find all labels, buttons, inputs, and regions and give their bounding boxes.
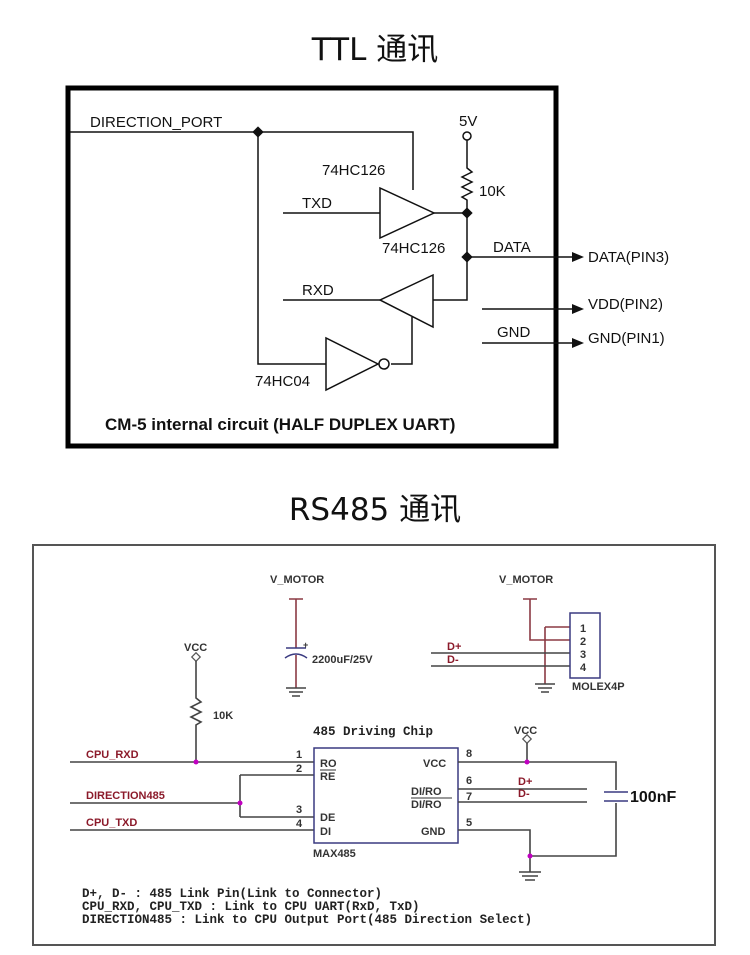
pullup-resistor-10k bbox=[420, 140, 474, 301]
pin-num-4: 4 bbox=[296, 818, 303, 830]
supply-5v-terminal bbox=[462, 131, 472, 141]
pin-num-6: 6 bbox=[466, 775, 472, 787]
inverter-label: 74HC04 bbox=[255, 373, 310, 390]
junction-dot bbox=[527, 853, 533, 859]
pullup-label: 10K bbox=[213, 710, 233, 722]
supply-5v-label: 5V bbox=[459, 113, 477, 130]
enable-wire bbox=[391, 317, 413, 365]
note-line-2: CPU_RXD, CPU_TXD : Link to CPU UART(RxD,… bbox=[82, 900, 420, 914]
chip-title: 485 Driving Chip bbox=[313, 725, 433, 739]
pin-de-label: DE bbox=[320, 812, 335, 824]
conn-pin-1: 1 bbox=[580, 623, 586, 635]
vcc-right-label: VCC bbox=[514, 725, 537, 737]
bypass-cap-label: 100nF bbox=[630, 789, 676, 806]
ground-icon bbox=[535, 683, 555, 693]
pin-num-8: 8 bbox=[466, 748, 472, 760]
ttl-section-title: TTL 通讯 bbox=[311, 32, 439, 68]
v-motor-conn-wire bbox=[523, 598, 570, 641]
pin-num-1: 1 bbox=[296, 749, 302, 761]
cap-polarity-plus: + bbox=[303, 640, 308, 650]
bypass-capacitor bbox=[604, 791, 628, 802]
pin-num-7: 7 bbox=[466, 791, 472, 803]
ground-icon bbox=[519, 871, 541, 881]
conn-pin-2: 2 bbox=[580, 636, 586, 648]
direction-port-wire bbox=[70, 131, 414, 190]
note-line-3: DIRECTION485 : Link to CPU Output Port(4… bbox=[82, 913, 532, 927]
direction-branch-wire bbox=[239, 774, 314, 818]
pin-ro-label: RO bbox=[320, 758, 337, 770]
cpu-rxd-label: CPU_RXD bbox=[86, 749, 139, 761]
conn-pin-3: 3 bbox=[580, 649, 586, 661]
ttl-caption: CM-5 internal circuit (HALF DUPLEX UART) bbox=[105, 415, 455, 434]
buffer-74hc126-tx bbox=[379, 186, 436, 240]
pin-num-5: 5 bbox=[466, 817, 472, 829]
cap-plate-bottom bbox=[284, 653, 308, 659]
txd-label: TXD bbox=[302, 195, 332, 212]
v-motor-conn-label: V_MOTOR bbox=[499, 574, 553, 586]
inverter-74hc04 bbox=[325, 336, 380, 392]
vcc-terminal bbox=[190, 651, 202, 663]
pullup-10k-resistor bbox=[189, 661, 203, 762]
v-motor-cap-label: V_MOTOR bbox=[270, 574, 324, 586]
pin-di-label: DI bbox=[320, 826, 331, 838]
note-line-1: D+, D- : 485 Link Pin(Link to Connector) bbox=[82, 887, 382, 901]
rs485-diagram: V_MOTOR + 2200uF/25V V_MOTOR D+ D- 1 2 3… bbox=[32, 544, 716, 946]
direction-port-label: DIRECTION_PORT bbox=[90, 114, 222, 131]
cap-return-wire bbox=[530, 803, 617, 857]
max485-chip bbox=[313, 747, 459, 844]
junction-dot bbox=[252, 126, 264, 138]
pin-dminus-label: DI/RO bbox=[411, 799, 442, 811]
pin-vdd-label: VDD(PIN2) bbox=[588, 296, 663, 313]
rs485-section-title: RS485 通讯 bbox=[288, 492, 462, 528]
connector-name: MOLEX4P bbox=[572, 681, 625, 693]
ground-icon bbox=[286, 687, 306, 697]
vdd-pin-arrow-icon bbox=[572, 304, 584, 314]
d-minus-label: D- bbox=[518, 788, 530, 800]
gnd-wire bbox=[458, 829, 531, 872]
pin-gnd-label: GND(PIN1) bbox=[588, 330, 665, 347]
bulk-cap-label: 2200uF/25V bbox=[312, 654, 373, 666]
buffer-74hc126-rx bbox=[378, 273, 434, 329]
molex-connector bbox=[569, 612, 601, 679]
pin-vcc-label: VCC bbox=[423, 758, 446, 770]
buffer-bottom-label: 74HC126 bbox=[382, 240, 445, 257]
cpu-txd-label: CPU_TXD bbox=[86, 817, 137, 829]
junction-dot bbox=[237, 800, 243, 806]
pin-gnd-label: GND bbox=[421, 826, 446, 838]
junction-dot bbox=[461, 207, 473, 219]
pin-dplus-label: DI/RO bbox=[411, 786, 442, 798]
ttl-diagram: DIRECTION_PORT TXD 74HC126 74HC126 5V 10… bbox=[65, 85, 669, 449]
conn-d-plus-label: D+ bbox=[447, 641, 461, 653]
direction-branch-wire bbox=[257, 132, 326, 365]
pin-re-label: RE bbox=[320, 771, 335, 783]
gnd-label: GND bbox=[497, 324, 531, 341]
rxd-label: RXD bbox=[302, 282, 334, 299]
pin-num-2: 2 bbox=[296, 763, 302, 775]
buffer-top-label: 74HC126 bbox=[322, 162, 385, 179]
chip-name: MAX485 bbox=[313, 848, 356, 860]
data-label: DATA bbox=[493, 239, 531, 256]
conn-d-minus-label: D- bbox=[447, 654, 459, 666]
vcc-left-label: VCC bbox=[184, 642, 207, 654]
pin-data-label: DATA(PIN3) bbox=[588, 249, 669, 266]
pin-num-3: 3 bbox=[296, 804, 302, 816]
gnd-pin-arrow-icon bbox=[572, 338, 584, 348]
pin1-ground-wire bbox=[544, 626, 570, 684]
d-plus-label: D+ bbox=[518, 776, 532, 788]
data-pin-arrow-icon bbox=[572, 252, 584, 262]
vcc-terminal bbox=[521, 733, 533, 745]
junction-dot bbox=[524, 759, 530, 765]
conn-pin-4: 4 bbox=[580, 662, 587, 674]
junction-dot bbox=[193, 759, 199, 765]
resistor-label: 10K bbox=[479, 183, 506, 200]
direction-label: DIRECTION485 bbox=[86, 790, 165, 802]
ttl-frame bbox=[65, 85, 559, 449]
inverter-bubble bbox=[378, 358, 390, 370]
rs485-frame bbox=[32, 544, 716, 946]
v-motor-rail bbox=[289, 598, 303, 648]
vcc-rail-wire bbox=[458, 761, 617, 790]
